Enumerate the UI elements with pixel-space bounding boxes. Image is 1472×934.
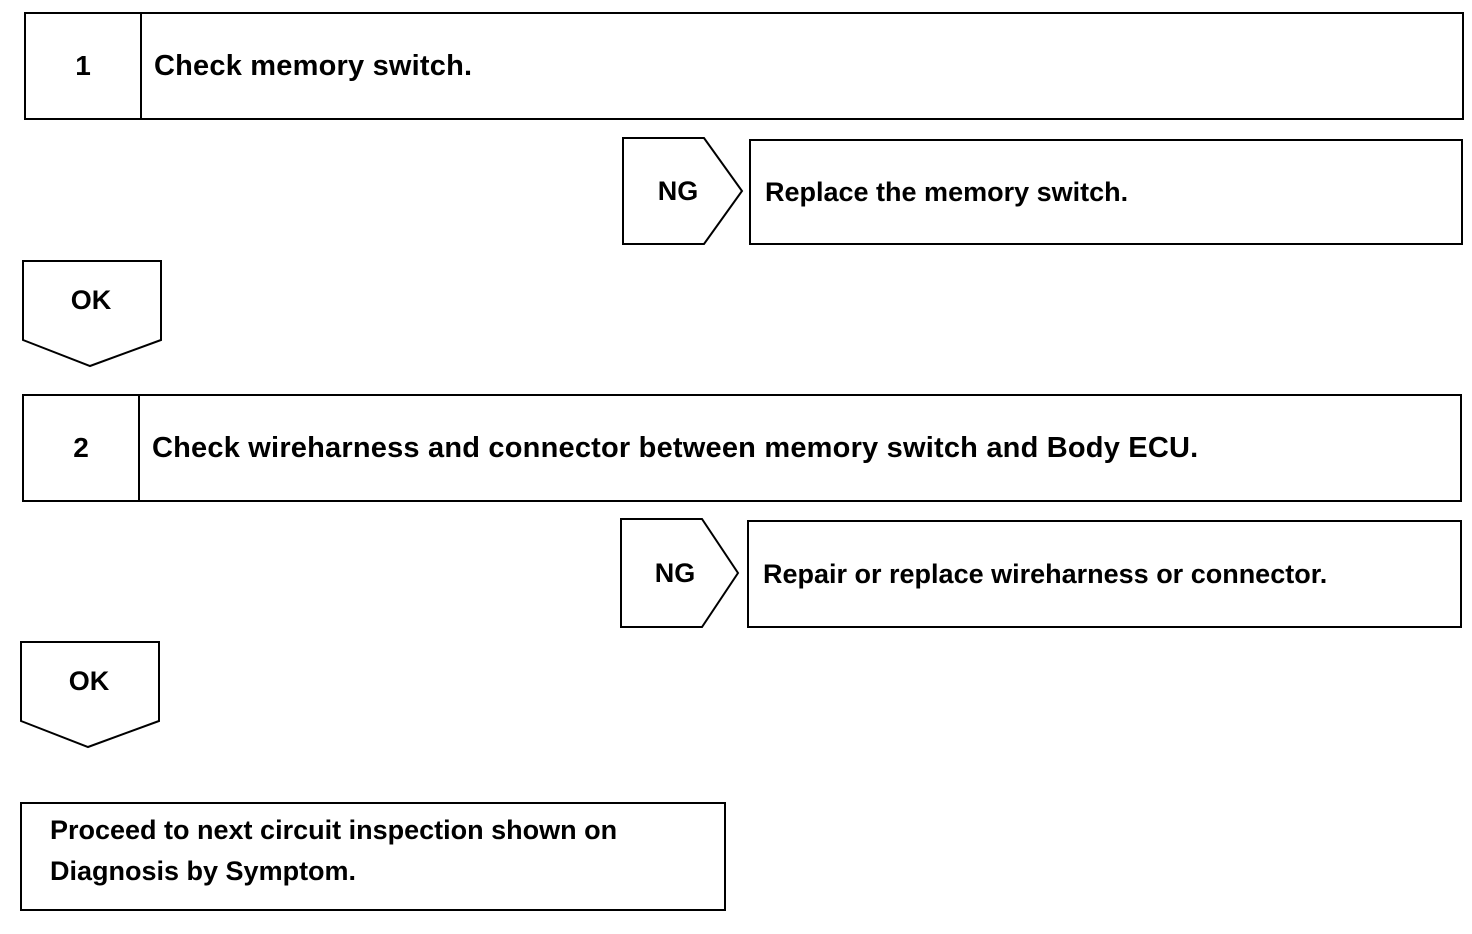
ok-label-1: OK: [70, 284, 112, 315]
final-line-1: Proceed to next circuit inspection shown…: [50, 815, 618, 845]
step-2-title: Check wireharness and connector between …: [152, 431, 1199, 464]
step-1-box: 1 Check memory switch.: [24, 12, 1464, 120]
ok-arrow-1: OK: [22, 260, 162, 368]
ok-label-2: OK: [68, 665, 110, 696]
step-1-number: 1: [26, 14, 142, 118]
final-line-2: Diagnosis by Symptom.: [50, 856, 357, 886]
ok-arrow-2: OK: [20, 641, 160, 749]
ng-result-text-1: Replace the memory switch.: [765, 176, 1129, 207]
ng-result-box-2: Repair or replace wireharness or connect…: [747, 520, 1462, 628]
final-result-box: Proceed to next circuit inspection shown…: [20, 802, 726, 911]
ng-result-box-1: Replace the memory switch.: [749, 139, 1463, 245]
ng-arrow-2: NG: [620, 518, 744, 628]
step-2-box: 2 Check wireharness and connector betwee…: [22, 394, 1462, 502]
ng-arrow-1: NG: [622, 137, 746, 245]
ng-label-2: NG: [654, 557, 696, 588]
step-2-number: 2: [24, 396, 140, 500]
final-result-text: Proceed to next circuit inspection shown…: [22, 804, 724, 892]
ng-label-1: NG: [657, 175, 699, 206]
ng-result-text-2: Repair or replace wireharness or connect…: [763, 558, 1328, 589]
step-1-title: Check memory switch.: [154, 49, 473, 82]
